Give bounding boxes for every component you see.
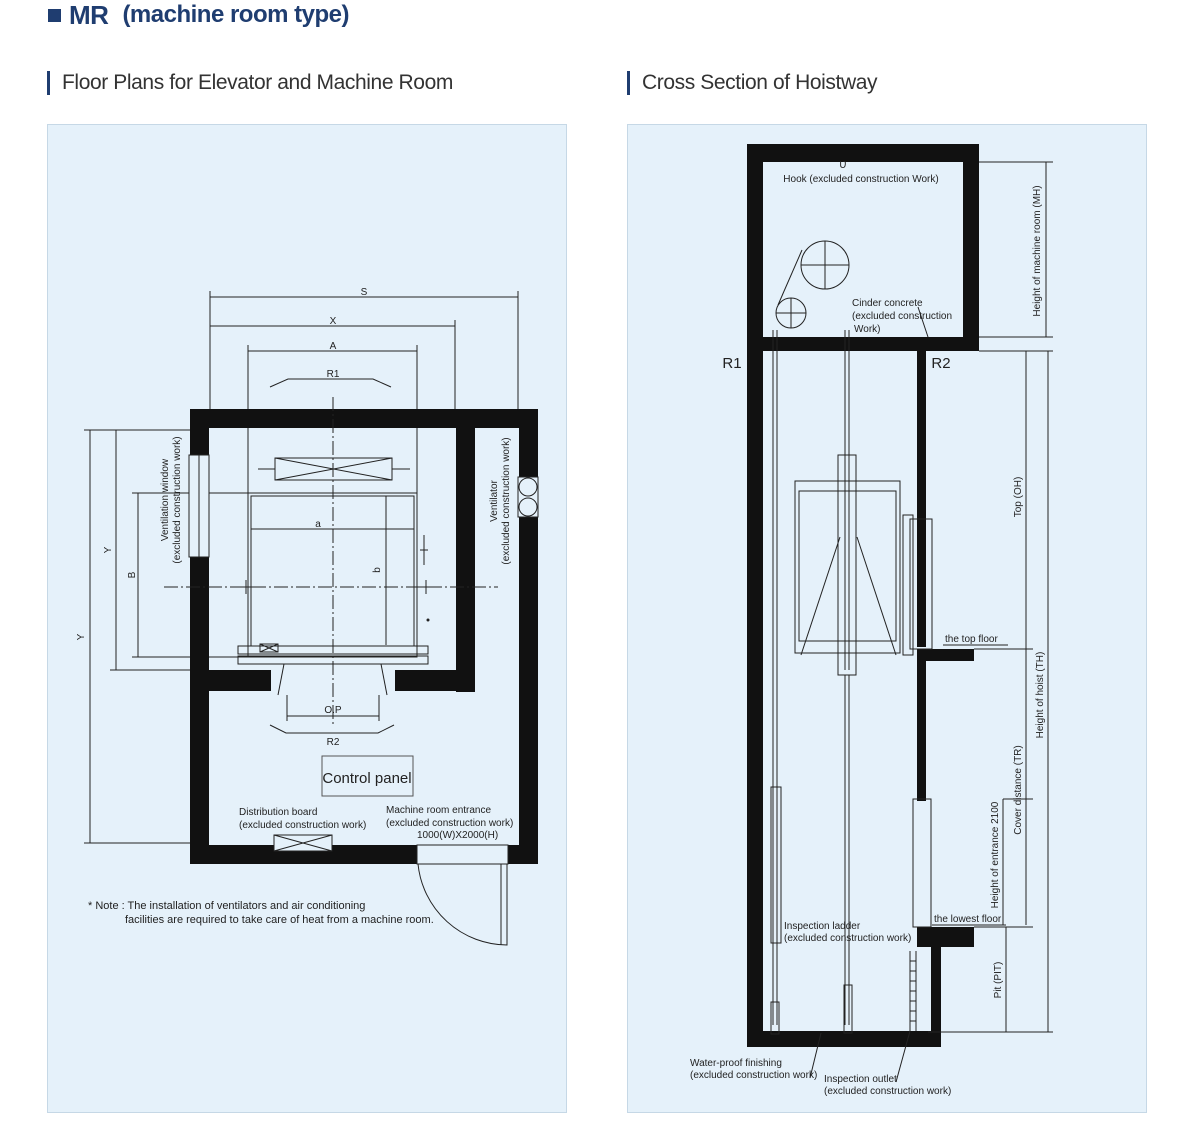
floor-plan-panel: S X A R1 Y Y B <box>47 124 567 1113</box>
hook-label: Hook (excluded construction Work) <box>783 174 938 185</box>
cinder-label-3: Work) <box>854 324 880 335</box>
outlet-note: (excluded construction work) <box>824 1086 951 1097</box>
r1-label: R1 <box>722 355 741 372</box>
waterproof-note: (excluded construction work) <box>690 1070 817 1081</box>
control-panel-box <box>321 755 414 797</box>
note-line-2: facilities are required to take care of … <box>125 914 434 926</box>
counterweight-rail <box>770 786 782 944</box>
dim-a-label: A <box>330 341 337 352</box>
floor-plan-drawing: S X A R1 Y Y B <box>76 287 539 946</box>
page-title-main: MR <box>69 0 109 30</box>
dim-y-inner-label: Y <box>103 546 114 553</box>
counterweight-icon <box>258 457 410 481</box>
machine-room-entrance <box>416 844 509 865</box>
traction-sheave-icon <box>775 240 850 329</box>
dim-b-label: B <box>127 571 138 578</box>
dim-b-small-label: b <box>372 567 383 573</box>
dim-op-label: O.P <box>324 705 342 716</box>
distribution-board-note: (excluded construction work) <box>239 820 366 831</box>
dim-y-outer-label: Y <box>76 633 87 640</box>
lowest-floor-label: the lowest floor <box>934 914 1002 925</box>
outlet-label: Inspection outlet <box>824 1074 897 1085</box>
cross-section-panel: Ʋ Hook (excluded construction Work) Cind… <box>627 124 1147 1113</box>
ventilator-note: (excluded construction work) <box>501 437 512 564</box>
ventilation-window-label: Ventilation window <box>160 458 171 541</box>
dim-s-label: S <box>361 287 368 298</box>
car-door <box>237 643 429 696</box>
lowest-floor-door <box>912 798 932 928</box>
dim-a-small-label: a <box>315 519 321 530</box>
top-oh-label: Top (OH) <box>1013 477 1024 518</box>
tr-label: Cover distance (TR) <box>1013 745 1024 834</box>
elevator-car-section <box>794 454 933 676</box>
entrance-height-label: Height of entrance 2100 <box>990 801 1001 908</box>
machine-room-walls <box>190 409 538 864</box>
page-title: MR (machine room type) <box>48 0 349 30</box>
dim-r1-label: R1 <box>327 369 340 380</box>
distribution-board-label: Distribution board <box>239 807 317 818</box>
guide-rails <box>240 535 432 594</box>
control-panel-label: Control panel <box>322 770 411 787</box>
inspection-ladder-icon <box>909 951 917 1031</box>
cinder-label-2: (excluded construction <box>852 311 952 322</box>
hoist-ropes <box>772 330 850 1025</box>
ventilator-icon <box>517 476 539 518</box>
floor-plan-section-title: Floor Plans for Elevator and Machine Roo… <box>47 71 453 95</box>
machine-room-section <box>747 144 979 351</box>
cinder-label-1: Cinder concrete <box>852 298 923 309</box>
hook-icon: Ʋ <box>839 160 846 171</box>
r2-label: R2 <box>931 355 950 372</box>
th-label: Height of hoist (TH) <box>1035 652 1046 739</box>
dim-r2-label: R2 <box>327 737 340 748</box>
cross-section-drawing: Ʋ Hook (excluded construction Work) Cind… <box>690 144 1053 1097</box>
mr-entrance-note: (excluded construction work) <box>386 818 513 829</box>
ladder-label: Inspection ladder <box>784 921 861 932</box>
door-swing-icon <box>417 863 508 946</box>
note-line-1: * Note : The installation of ventilators… <box>88 900 365 912</box>
ladder-note: (excluded construction work) <box>784 933 911 944</box>
waterproof-label: Water-proof finishing <box>690 1058 782 1069</box>
cross-section-title: Cross Section of Hoistway <box>627 71 877 95</box>
mh-label: Height of machine room (MH) <box>1032 185 1043 316</box>
ventilator-label: Ventilator <box>489 479 500 521</box>
title-square-icon <box>48 8 61 22</box>
distribution-board-icon <box>273 834 333 852</box>
pit-label: Pit (PIT) <box>993 962 1004 999</box>
dimension-lines <box>928 161 1053 1033</box>
mr-entrance-label: Machine room entrance <box>386 805 491 816</box>
ventilation-window-note: (excluded construction work) <box>172 436 183 563</box>
hoistway-walls <box>747 344 974 1047</box>
page-title-subtitle: (machine room type) <box>122 1 349 28</box>
mr-entrance-size: 1000(W)X2000(H) <box>417 830 498 841</box>
dim-x-label: X <box>330 316 337 327</box>
top-floor-label: the top floor <box>945 634 998 645</box>
